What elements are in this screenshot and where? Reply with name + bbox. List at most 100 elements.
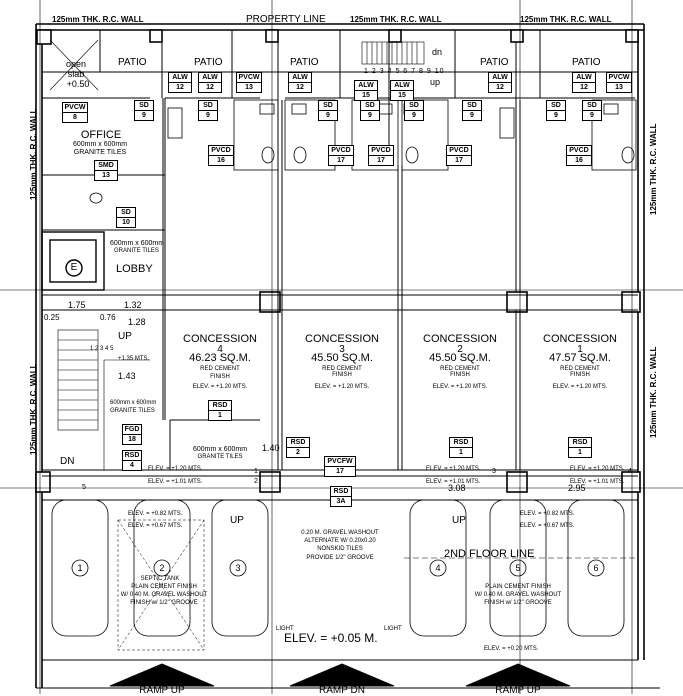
- concession-3-finish: RED CEMENT FINISH: [322, 366, 362, 378]
- concession-3-elev: ELEV. = +1.20 MTS.: [314, 384, 370, 390]
- concession-4-finish-red: RED CEMENT: [200, 366, 240, 372]
- elev-note-k: ELEV. = +0.20 MTS.: [484, 646, 539, 652]
- washout-left-1: PLAIN CEMENT FINISH: [131, 584, 197, 590]
- washout-right-1: PLAIN CEMENT FINISH: [485, 584, 551, 590]
- stair-dn-label-lobby: DN: [60, 456, 75, 467]
- lobby-finish: 600mm x 600mm: [110, 240, 165, 247]
- concession-1-elev: ELEV. = +1.20 MTS.: [552, 384, 608, 390]
- car-4-number: 4: [435, 563, 441, 573]
- light-label-2: LIGHT: [384, 626, 402, 632]
- elev-note-j: ELEV. = +0.67 MTS.: [520, 523, 575, 529]
- wall-label-top-mid: 125mm THK. R.C. WALL: [350, 15, 442, 24]
- stair-step-numbers: 1 2 3 4 5 6 7 8 9 10: [364, 68, 445, 75]
- elev-note-f: ELEV. = +1.01 MTS.: [570, 479, 625, 485]
- washout-left-3: FINISH w/ 1/2" GROOVE: [130, 600, 198, 606]
- label-025: 0.25: [44, 313, 60, 322]
- wall-label-right-bottom: 125mm THK. R.C. WALL: [649, 346, 658, 438]
- label-076: 0.76: [100, 313, 116, 322]
- elev-note-c: ELEV. = +1.20 MTS.: [426, 466, 481, 472]
- concession-4-number: 4: [217, 344, 223, 355]
- concession-3-area: 45.50 SQ.M.: [311, 352, 373, 364]
- open-slab-cross: [49, 39, 99, 91]
- concession-2-elev: ELEV. = +1.20 MTS.: [432, 384, 488, 390]
- concession-2-title: CONCESSION: [423, 333, 497, 345]
- wall-label-left-bottom: 125mm THK. R.C. WALL: [29, 363, 38, 455]
- concession-3-number: 3: [339, 344, 345, 355]
- concession-2-number: 2: [457, 344, 463, 355]
- lobby-finish-2: GRANITE TILES: [114, 248, 159, 254]
- patio-label-2: PATIO: [194, 57, 223, 68]
- light-label-1: LIGHT: [276, 626, 294, 632]
- open-slab-elevation: +0.50: [66, 79, 90, 89]
- outer-walls: [35, 23, 645, 688]
- concession-1-number: 1: [577, 344, 583, 355]
- dim-6: 3.08: [448, 483, 466, 493]
- second-floor-line-label: 2ND FLOOR LINE: [444, 548, 535, 560]
- washout-center-4: PROVIDE 1/2" GROOVE: [306, 555, 374, 561]
- stair-step-numbers-lobby: 1 2 3 4 5: [90, 346, 114, 352]
- septic-tank-label: SEPTIC TANK: [140, 576, 180, 582]
- stair-lobby-finish: 600mm x 600mm: [110, 400, 157, 406]
- washout-center-2: ALTERNATE W/ 0.20x0.20: [304, 538, 376, 544]
- car-2-number: 2: [159, 563, 165, 573]
- concession-2-area: 45.50 SQ.M.: [429, 352, 491, 364]
- open-slab-label-2: slab: [67, 69, 85, 79]
- stair-lobby-elev: +1.35 MTS.: [118, 356, 150, 362]
- office-finish: 600mm x 600mm: [72, 141, 128, 148]
- parking-up-label-1: UP: [230, 515, 244, 526]
- dim-3: 1.28: [128, 317, 146, 327]
- patio-label-5: PATIO: [572, 57, 601, 68]
- concession-4-finish-top-2: GRANITE TILES: [197, 454, 243, 460]
- washout-right-2: W/ 0.40 M. GRAVEL WASHOUT: [474, 592, 562, 598]
- dim-2: 1.32: [124, 300, 142, 310]
- dim-7: 2.95: [568, 483, 586, 493]
- cars: [51, 499, 625, 637]
- marker-1: 1: [254, 468, 258, 475]
- patio-label-4: PATIO: [480, 57, 509, 68]
- marker-5: 5: [82, 484, 86, 491]
- concession-1-finish: RED CEMENT FINISH: [560, 366, 600, 378]
- car-6-number: 6: [593, 563, 599, 573]
- elev-note-d: ELEV. = +1.01 MTS.: [426, 479, 481, 485]
- washout-center-3: NONSKID TILES: [317, 546, 363, 552]
- concession-4-elev: ELEV. = +1.20 MTS.: [192, 384, 248, 390]
- parking-up-label-2: UP: [452, 515, 466, 526]
- open-slab-label-1: open: [65, 59, 87, 69]
- washout-center-1: 0.20 M. GRAVEL WASHOUT: [301, 530, 379, 536]
- concession-2-finish: RED CEMENT FINISH: [440, 366, 480, 378]
- elev-note-b: ELEV. = +1.01 MTS.: [148, 479, 203, 485]
- ramp-label-2: RAMP DN: [319, 685, 365, 696]
- elevator: [41, 231, 105, 291]
- office-finish-2: GRANITE TILES: [73, 149, 127, 156]
- wall-label-top-left: 125mm THK. R.C. WALL: [52, 15, 144, 24]
- concession-4-area: 46.23 SQ.M.: [189, 352, 251, 364]
- ramp-label-1: RAMP UP: [139, 685, 185, 696]
- dim-5: 1.40: [262, 443, 280, 453]
- patio-label-1: PATIO: [118, 57, 147, 68]
- concession-3-title: CONCESSION: [305, 333, 379, 345]
